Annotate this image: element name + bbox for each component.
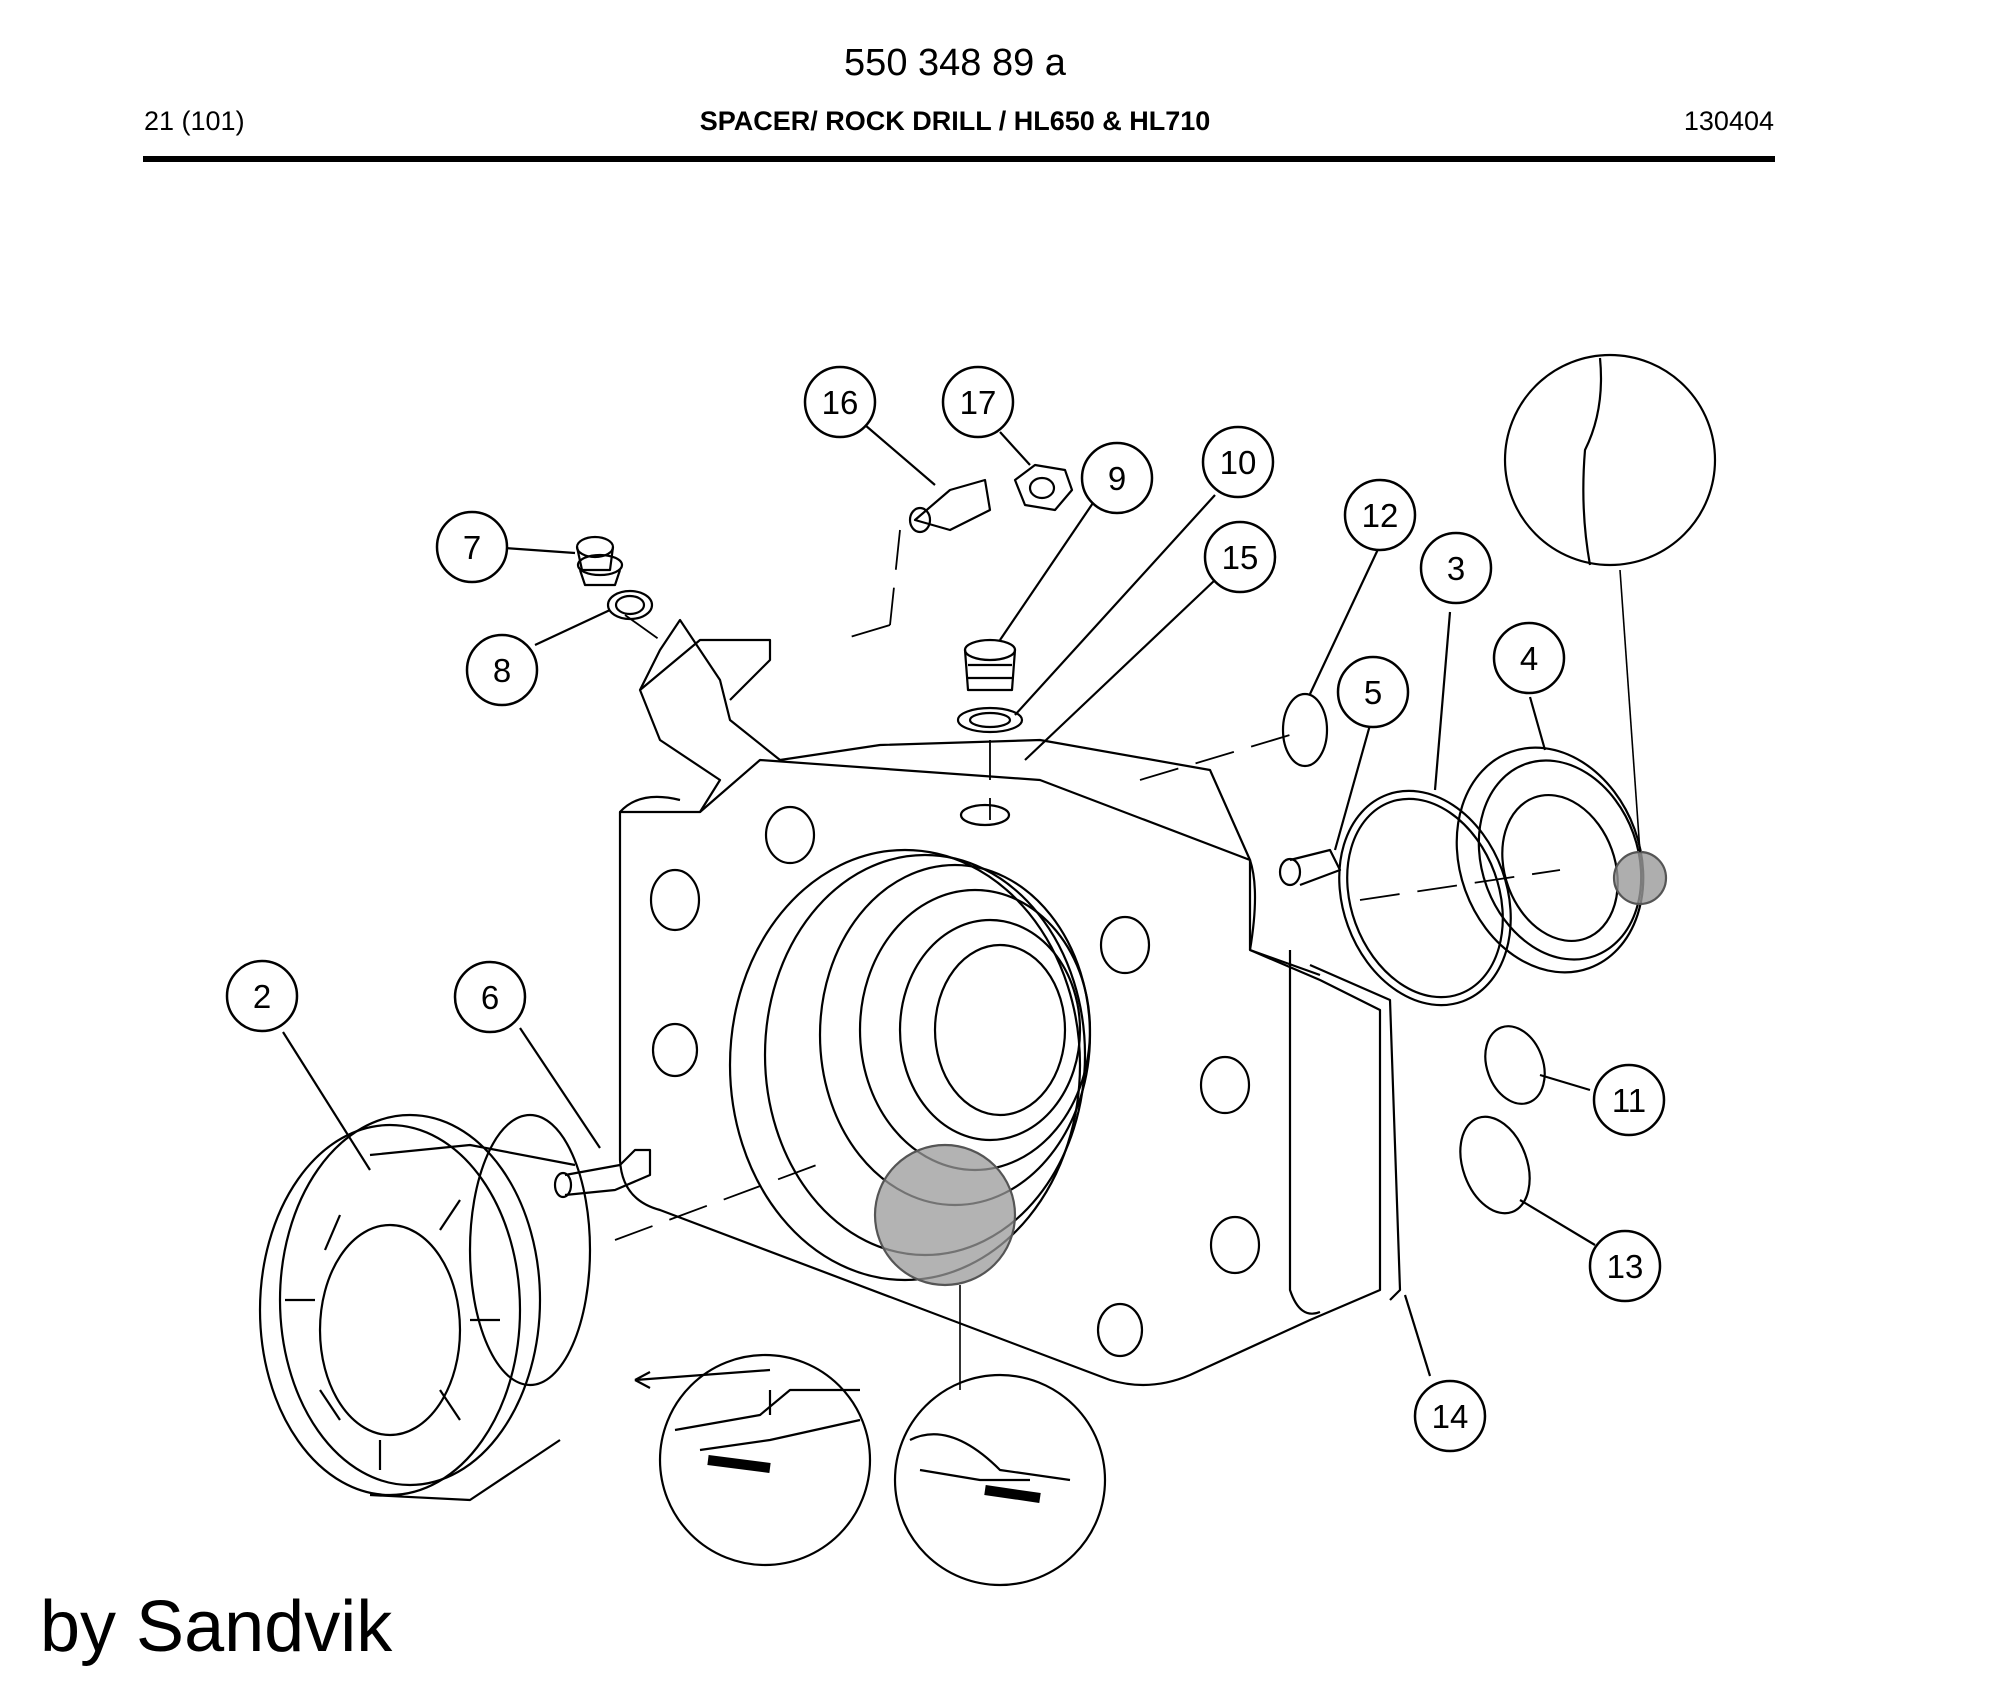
spacer-housing [618,618,1402,1387]
part-7-plug [575,535,624,587]
svg-text:3: 3 [1447,550,1465,587]
callout-10: 10 [1201,425,1275,499]
svg-text:6: 6 [481,979,499,1016]
callout-6: 6 [453,960,527,1034]
footer-credit: by Sandvik [40,1587,393,1667]
svg-text:4: 4 [1520,640,1538,677]
callout-2: 2 [225,959,299,1033]
svg-text:12: 12 [1362,497,1399,534]
part-5-dowel [1278,848,1342,887]
callout-3: 3 [1419,531,1493,605]
svg-text:15: 15 [1222,539,1259,576]
detail-highlight-bore [873,1143,1017,1287]
leader-lines [282,424,1596,1377]
part-9-plug [963,638,1017,692]
detail-view-left [634,1353,872,1567]
document-number: 550 348 89 a [844,42,1066,84]
svg-text:9: 9 [1108,460,1126,497]
detail-view-right [893,1373,1107,1587]
part-8-washer [606,589,654,621]
svg-text:16: 16 [822,384,859,421]
callout-balloons: 2 6 7 8 16 17 9 10 15 12 3 5 4 11 13 14 [225,365,1666,1453]
header-rule [143,156,1775,162]
svg-text:10: 10 [1220,444,1257,481]
svg-text:7: 7 [463,529,481,566]
assembly-lines [614,529,1561,1241]
part-11-ring [1484,1025,1546,1105]
callout-14: 14 [1413,1379,1487,1453]
callout-8: 8 [465,633,539,707]
svg-text:14: 14 [1432,1398,1469,1435]
callout-12: 12 [1343,478,1417,552]
callout-9: 9 [1080,441,1154,515]
part-16-fitting [908,478,992,534]
callout-16: 16 [803,365,877,439]
revision-date: 130404 [1683,106,1774,136]
detail-highlight-bushing [1612,850,1668,906]
part-2-guide [258,1113,592,1502]
page-title: SPACER/ ROCK DRILL / HL650 & HL710 [699,106,1211,136]
svg-text:13: 13 [1607,1248,1644,1285]
part-4-bushing [1455,746,1645,974]
callout-15: 15 [1203,520,1277,594]
svg-text:2: 2 [253,978,271,1015]
part-13-ring [1459,1115,1531,1215]
callout-11: 11 [1592,1063,1666,1137]
callout-5: 5 [1336,655,1410,729]
callout-4: 4 [1492,621,1566,695]
detail-view-bushing [1503,353,1717,567]
part-17-nut [1013,463,1074,512]
page-reference: 21 (101) [144,106,245,136]
part-12-ring [1281,692,1329,768]
svg-text:8: 8 [493,652,511,689]
part-10-washer [956,706,1024,734]
svg-text:5: 5 [1364,674,1382,711]
part-6-pin [553,1148,652,1199]
callout-13: 13 [1588,1229,1662,1303]
svg-text:17: 17 [960,384,997,421]
callout-7: 7 [435,510,509,584]
part-3-oring [1338,789,1512,1007]
callout-17: 17 [941,365,1015,439]
svg-text:11: 11 [1612,1082,1646,1119]
